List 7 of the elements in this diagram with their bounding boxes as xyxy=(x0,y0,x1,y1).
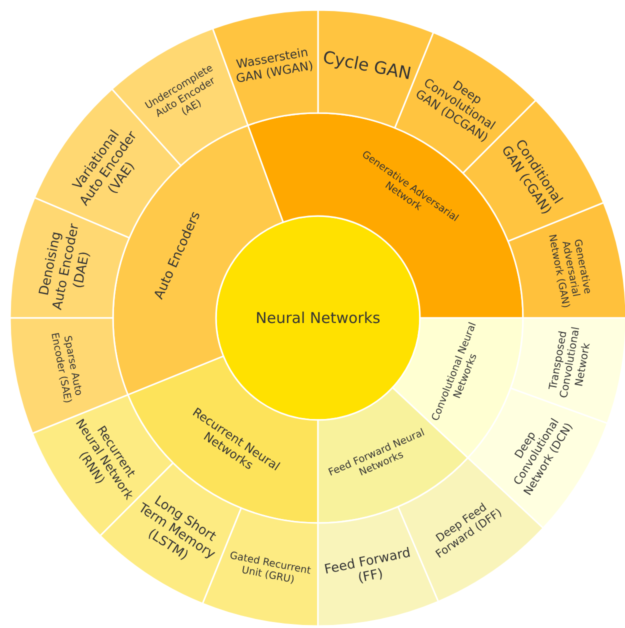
segment-label: Feed Forward (FF) xyxy=(322,544,413,589)
segment-label: Gated Recurrent Unit (GRU) xyxy=(228,549,313,588)
segment-label: Neural Networks xyxy=(256,309,380,327)
sunburst-segment xyxy=(212,9,319,126)
segment-label: Sparse Auto Encoder (SAE) xyxy=(48,330,85,406)
segment-label: Cycle GAN xyxy=(321,48,413,85)
segment-label: Wasserstein GAN (WGAN) xyxy=(234,44,316,87)
